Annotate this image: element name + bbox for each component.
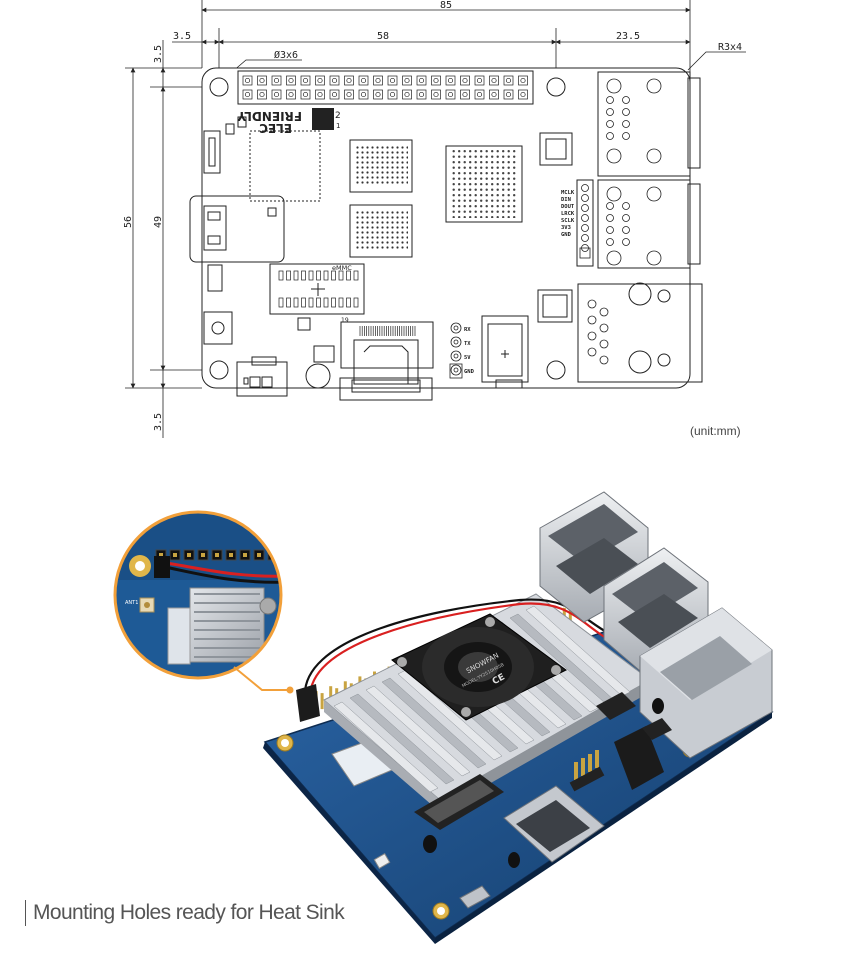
- ethernet-ic: [537, 289, 573, 323]
- dimension-lines: [125, 0, 746, 438]
- dim-edge-offset: 23.5: [616, 31, 640, 42]
- emmc-label: eMMC: [332, 264, 352, 272]
- switch-outline: [207, 264, 223, 292]
- small-ic: [539, 132, 573, 166]
- dim-bottom-offset: 3.5: [153, 413, 164, 431]
- caption-text: Mounting Holes ready for Heat Sink: [25, 900, 345, 926]
- micro-usb-outline: [236, 361, 288, 397]
- mounting-hole-bottom-left: [209, 360, 229, 380]
- emmc-chip: [269, 263, 365, 315]
- pin19-label: 19: [341, 317, 349, 324]
- dram-chip-1: [349, 139, 413, 193]
- photo-dc-jack: [614, 726, 664, 790]
- dimension-text: 85 3.5 58 23.5 Ø3x6 R3x4 56 49 3.5 3.5: [123, 0, 742, 431]
- dim-hole-spacing: 58: [377, 31, 389, 42]
- audio-3v3-label: 3V3: [561, 225, 571, 231]
- gpio-pin1-label: 1: [336, 122, 340, 130]
- serial-5v-label: 5V: [464, 355, 471, 361]
- fan-plug: [296, 684, 320, 722]
- buzzer-outline: [305, 363, 331, 389]
- zoom-circle-border: [113, 510, 283, 680]
- gpio-pin2-label: 2: [335, 111, 341, 121]
- photo-serial-header: [569, 750, 605, 792]
- brand-label-friendly: FRIENDLY: [237, 109, 302, 123]
- ethernet-port-outline: [577, 283, 703, 383]
- mounting-hole-top-left: [209, 77, 229, 97]
- dc-jack: [481, 315, 529, 383]
- audio-gnd-label: GND: [561, 232, 572, 238]
- unit-note: (unit:mm): [690, 424, 741, 438]
- audio-header: [576, 179, 594, 267]
- fan-wire-red: [308, 602, 607, 698]
- callout-leader: [233, 666, 290, 691]
- mounting-hole-bottom-right: [546, 360, 566, 380]
- audio-dout-label: DOUT: [561, 204, 575, 210]
- hdmi-port: [339, 377, 433, 401]
- serial-rx-label: RX: [464, 327, 471, 333]
- dim-corner-radius: R3x4: [718, 42, 742, 53]
- left-jack-outline: [203, 311, 233, 345]
- board-photo: SNOWFAN MODEL:YY2510H05B CE: [263, 491, 774, 944]
- dram-chip-2: [349, 204, 413, 258]
- audio-din-label: DIN: [561, 197, 571, 203]
- photo-ethernet-port: [639, 607, 773, 759]
- zoom-callout: ANT1: [113, 510, 294, 694]
- photo-micro-usb: [459, 885, 491, 909]
- audio-lrck-label: LRCK: [561, 211, 575, 217]
- board-outline-drawing: [189, 67, 703, 401]
- camera-connector: [340, 321, 434, 369]
- dim-hole-height: 49: [153, 216, 164, 228]
- audio-sclk-label: SCLK: [561, 218, 575, 224]
- wifi-module: [249, 130, 321, 202]
- dim-hole-spec: Ø3x6: [274, 49, 298, 61]
- dim-top-offset: 3.5: [153, 45, 164, 63]
- dim-overall-width: 85: [440, 0, 452, 11]
- usb-port-outline-2: [597, 179, 691, 269]
- soc-chip: [445, 145, 523, 223]
- usb-port-outline-1: [597, 71, 691, 177]
- cooling-fan: SNOWFAN MODEL:YY2510H05B CE: [391, 613, 567, 721]
- gpio-header: [237, 70, 534, 105]
- brand-logo: [312, 108, 334, 130]
- zoom-ant-label: ANT1: [125, 600, 138, 606]
- usb-power-outline: [189, 195, 285, 263]
- audio-mclk-label: MCLK: [561, 190, 575, 196]
- serial-tx-label: TX: [464, 341, 471, 347]
- serial-gnd-label: GND: [464, 369, 475, 375]
- brand-label-elec: ELEC: [259, 121, 292, 135]
- board-labels: FRIENDLY ELEC 2 1 eMMC 19 RX TX 5V GND M…: [237, 108, 575, 375]
- dim-hole-offset: 3.5: [173, 31, 191, 42]
- antenna-connector: [203, 130, 221, 174]
- mounting-hole-top-right: [546, 77, 566, 97]
- dim-overall-height: 56: [123, 216, 134, 228]
